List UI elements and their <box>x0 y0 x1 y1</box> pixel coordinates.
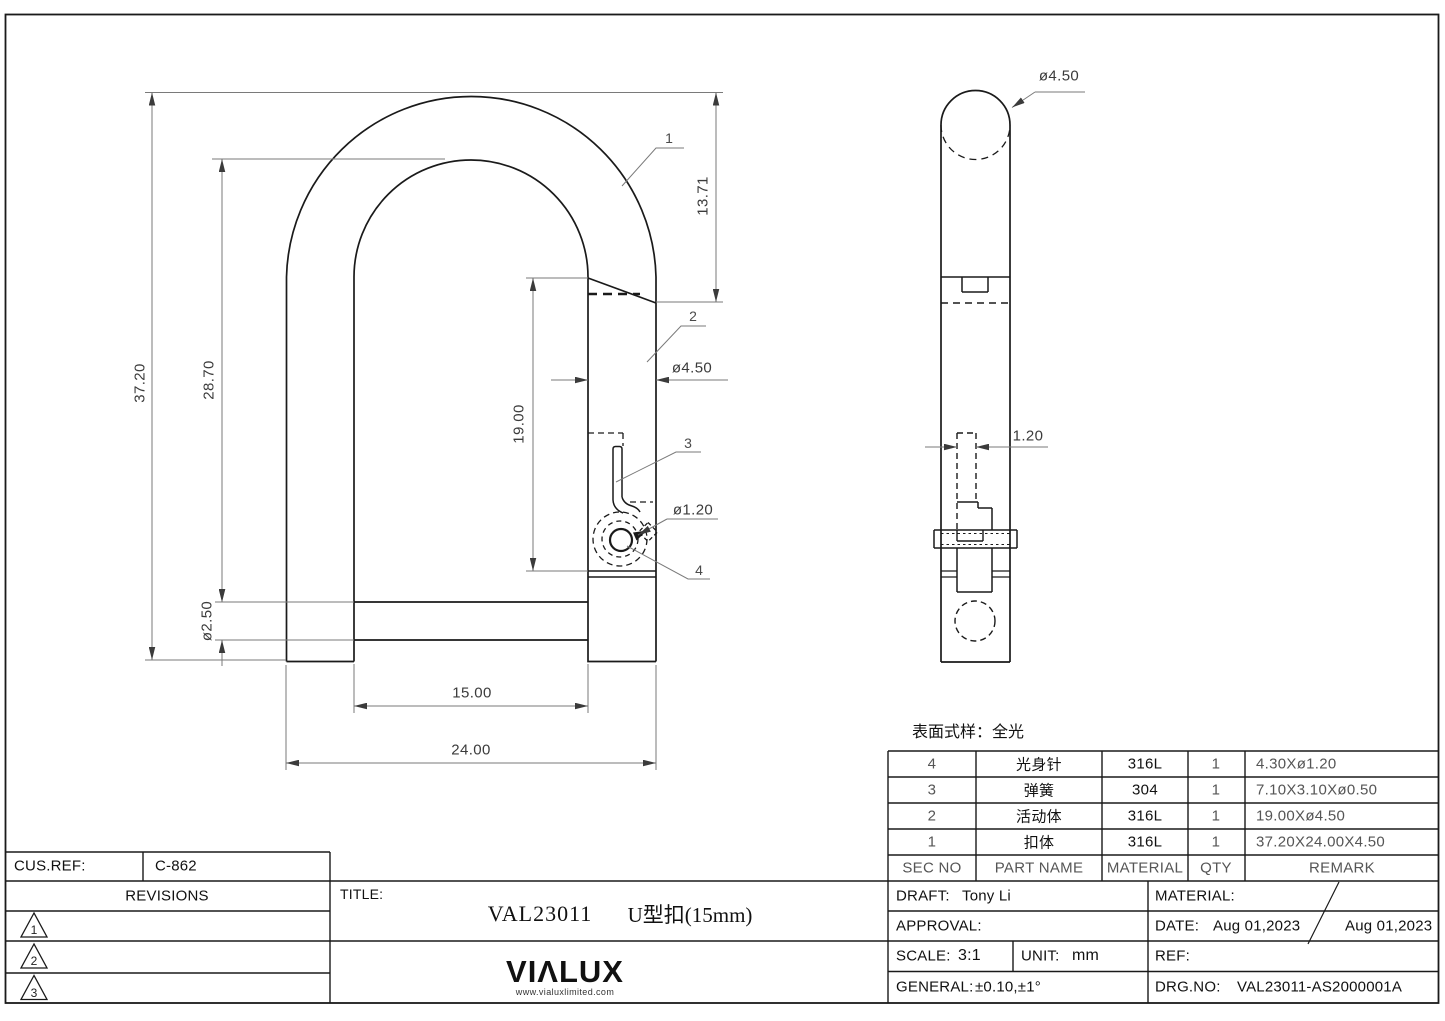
revision-2-number: 2 <box>30 954 38 968</box>
parts-row-secno: 4 <box>927 755 937 773</box>
side-slot-hidden <box>956 432 977 530</box>
dim-hole-dia: ø1.20 <box>672 501 714 519</box>
parts-header-secno: SEC NO <box>902 859 962 877</box>
vialux-logo-url: www.vialuxlimited.com <box>515 987 615 997</box>
side-top-arc <box>940 89 1011 126</box>
general-label: GENERAL: <box>896 978 974 996</box>
general-value: ±0.10,±1° <box>975 978 1041 996</box>
date-label: DATE: <box>1155 917 1200 935</box>
callout-4: 4 <box>695 562 703 578</box>
unit-label: UNIT: <box>1021 947 1060 965</box>
shackle-outer-outline <box>285 95 657 662</box>
parts-row-material: 316L <box>1127 755 1163 773</box>
draft-label: DRAFT: <box>896 887 950 905</box>
callout-2: 2 <box>689 308 697 324</box>
approval-label: APPROVAL: <box>896 917 982 935</box>
parts-row-remark: 37.20X24.00X4.50 <box>1256 833 1386 851</box>
parts-row-qty: 1 <box>1211 833 1221 851</box>
draft-value: Tony Li <box>962 887 1011 905</box>
parts-row-secno: 3 <box>927 781 937 799</box>
latch-seat-lines <box>588 570 656 578</box>
dim-inner-height: 28.70 <box>200 360 218 400</box>
unit-value: mm <box>1072 947 1100 964</box>
cross-pin-lines <box>354 601 588 641</box>
cus-ref-label: CUS.REF: <box>14 857 86 875</box>
parts-row-remark: 19.00Xø4.50 <box>1256 807 1346 825</box>
parts-header-qty: QTY <box>1200 859 1232 877</box>
dim-wire-dia-side: ø4.50 <box>1038 67 1080 85</box>
parts-row-name: 弹簧 <box>1023 782 1055 800</box>
dim-slot-width: 1.20 <box>1012 427 1044 445</box>
dim-slider-length: 19.00 <box>510 404 528 444</box>
title-label: TITLE: <box>340 886 384 902</box>
side-center-slot <box>956 548 993 593</box>
parts-row-qty: 1 <box>1211 755 1221 773</box>
dim-outer-width: 24.00 <box>451 741 491 759</box>
title-part-name: U型扣(15mm) <box>627 903 753 927</box>
parts-row-material: 316L <box>1127 807 1163 825</box>
parts-row-name: 光身针 <box>1016 756 1062 774</box>
parts-table-grid <box>887 750 1439 1003</box>
dim-total-height: 37.20 <box>131 363 149 403</box>
shackle-inner-outline <box>286 159 656 663</box>
parts-header-remark: REMARK <box>1309 859 1375 877</box>
side-band-hook <box>956 530 984 542</box>
sheet-border <box>4 13 1440 1004</box>
parts-row-remark: 4.30Xø1.20 <box>1256 755 1337 773</box>
side-pin-band <box>933 529 1018 549</box>
drg-no-value: VAL23011-AS2000001A <box>1237 978 1403 996</box>
dim-pin-dia: ø2.50 <box>198 600 216 642</box>
side-foot-steps <box>941 570 1010 578</box>
parts-header-name: PART NAME <box>994 859 1084 877</box>
parts-row-name: 活动体 <box>1016 808 1062 826</box>
front-view <box>285 95 659 663</box>
parts-row-name: 扣体 <box>1023 834 1055 852</box>
gap-cut-line <box>587 277 657 304</box>
callout-1: 1 <box>665 130 673 146</box>
parts-row-material: 316L <box>1127 833 1163 851</box>
scale-label: SCALE: <box>896 947 951 965</box>
callout-3: 3 <box>684 435 692 451</box>
parts-row-qty: 1 <box>1211 807 1221 825</box>
side-notch <box>941 276 1010 293</box>
date-value-1: Aug 01,2023 <box>1213 917 1301 935</box>
side-bar-outline <box>940 125 1011 663</box>
cus-ref-value: C-862 <box>155 857 197 875</box>
parts-row-secno: 2 <box>927 807 937 825</box>
side-dimensions <box>925 91 1085 451</box>
parts-row-qty: 1 <box>1211 781 1221 799</box>
title-block-grid <box>5 851 1439 1003</box>
revision-3-number: 3 <box>30 985 38 1000</box>
parts-row-secno: 1 <box>927 833 937 851</box>
dim-arc-height: 13.71 <box>694 176 712 216</box>
spring-outline <box>612 445 641 514</box>
scale-value: 3:1 <box>958 947 981 964</box>
title-part-code: VAL23011 <box>487 901 593 926</box>
vialux-logo: VIΛLUX <box>506 954 624 989</box>
parts-row-material: 304 <box>1132 781 1158 799</box>
side-hidden-hole <box>954 600 996 642</box>
date-value-2: Aug 01,2023 <box>1345 917 1433 935</box>
date-slash <box>1307 881 1340 945</box>
pin-head-circle <box>608 527 634 553</box>
revision-triangle-icons <box>19 911 49 1001</box>
side-top-arc-hidden <box>940 124 1011 161</box>
revisions-header: REVISIONS <box>125 887 209 905</box>
side-pin-band-hidden <box>941 532 1010 546</box>
parts-header-material: MATERIAL <box>1106 859 1184 877</box>
parts-row-remark: 7.10X3.10Xø0.50 <box>1256 781 1378 799</box>
side-retainer <box>957 501 993 530</box>
side-view <box>933 89 1018 663</box>
front-dimensions <box>145 92 728 770</box>
material-label: MATERIAL: <box>1155 887 1235 905</box>
drg-no-label: DRG.NO: <box>1155 978 1221 996</box>
dim-inner-width: 15.00 <box>452 684 492 702</box>
ref-label: REF: <box>1155 947 1190 965</box>
revision-1-number: 1 <box>30 923 38 937</box>
surface-finish-note: 表面式样：全光 <box>912 724 1025 741</box>
dim-wire-dia-front: ø4.50 <box>671 359 713 377</box>
